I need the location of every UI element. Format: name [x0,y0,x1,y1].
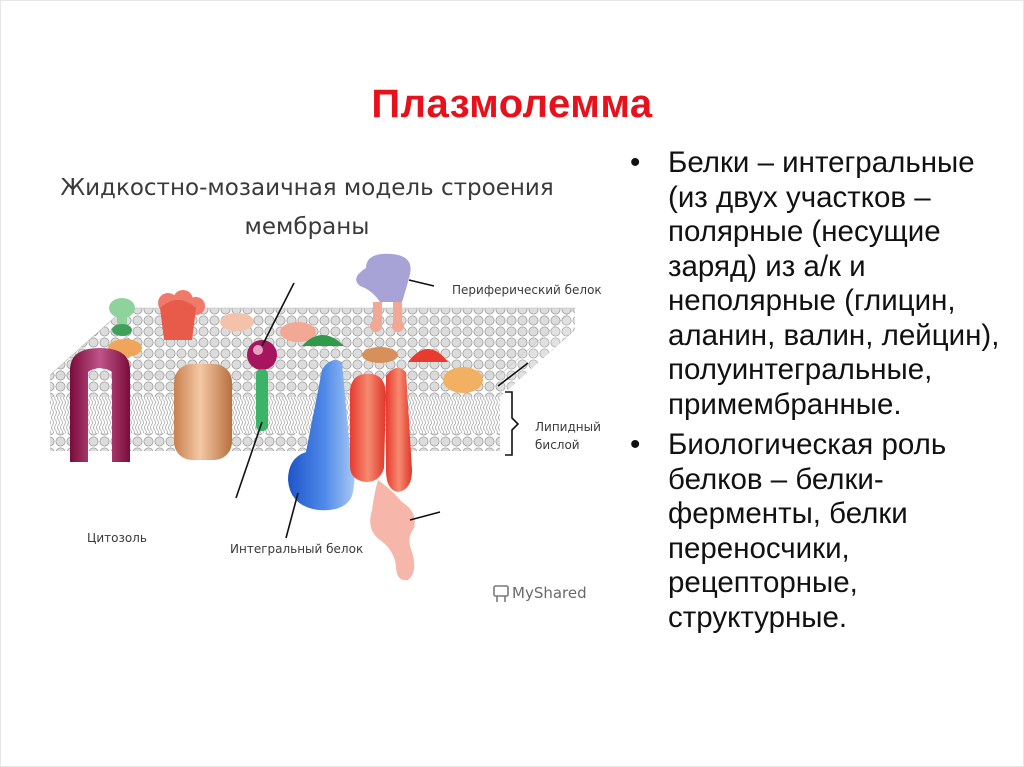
bullet-item: • Белки – интегральные (из двух участков… [628,146,1013,422]
bullet-item: • Биологическая роль белков – белки-ферм… [628,428,1013,635]
label-integral-protein: Интегральный белок [230,542,363,556]
label-peripheral-protein: Периферический белок [452,283,602,297]
surface-molecule [443,367,483,393]
watermark: MyShared [494,584,587,602]
bullet-text: Биологическая роль белков – белки-фермен… [668,428,946,634]
myshared-logo-icon [494,586,508,602]
surface-molecule [220,313,254,331]
label-lipid-line2: бислой [535,438,580,452]
label-cytosol: Цитозоль [87,531,147,545]
pointer-line [410,512,440,520]
bullet-list: • Белки – интегральные (из двух участков… [628,146,1013,641]
membrane-diagram: Жидкостно-мозаичная модель строения мемб… [0,150,620,620]
bilayer-bracket [505,392,518,455]
surface-molecule [362,347,398,363]
pointer-line [409,280,434,286]
diagram-title-line2: мембраны [245,214,370,240]
label-lipid-line1: Липидный [535,420,601,434]
watermark-text: MyShared [512,584,587,602]
pointer-line [286,493,298,538]
bullet-text: Белки – интегральные (из двух участков –… [668,146,999,421]
bullet-marker: • [630,428,640,463]
membrane-illustration: Жидкостно-мозаичная модель строения мемб… [0,150,620,620]
slide-title: Плазмолемма [0,82,1024,127]
diagram-title-line1: Жидкостно-мозаичная модель строения [60,175,553,201]
bullet-marker: • [630,146,640,181]
barrel-protein [174,364,232,460]
